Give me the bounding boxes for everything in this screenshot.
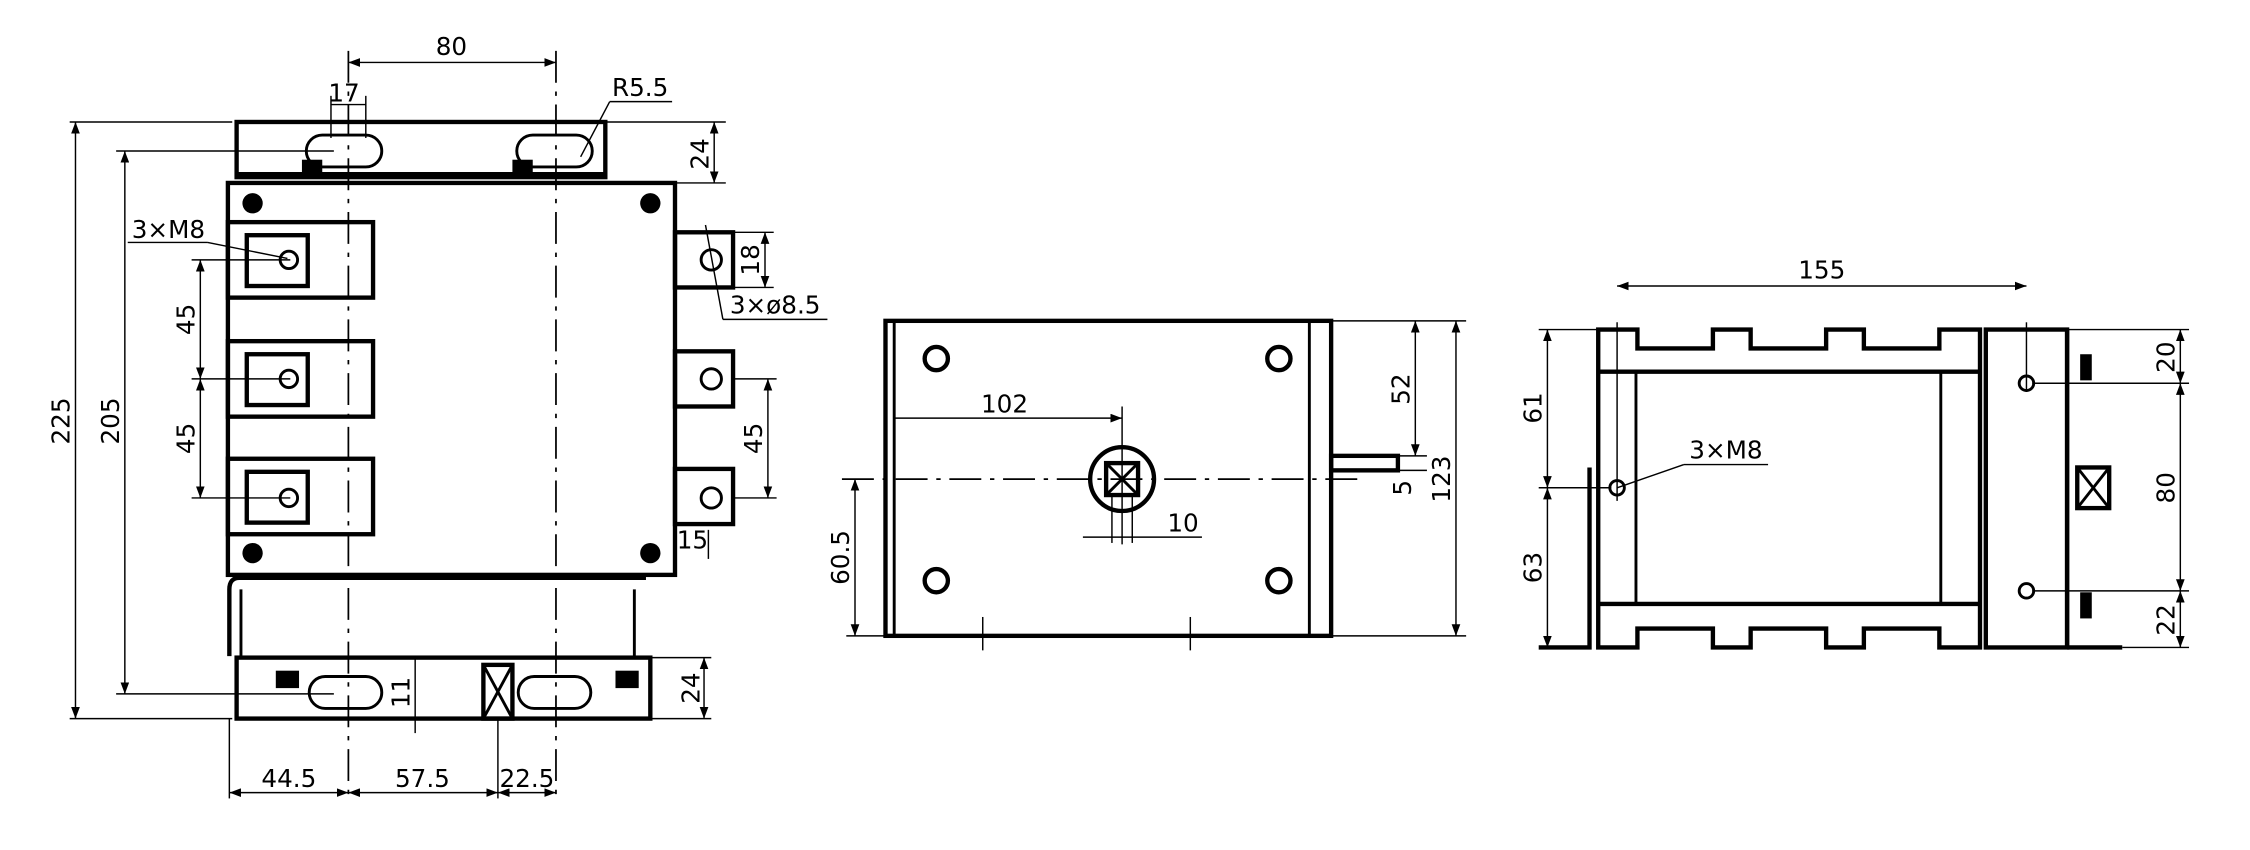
dim-20: 20	[2152, 341, 2181, 372]
dim-605: 60.5	[826, 530, 855, 585]
front-view: 80 17 R5.5 24 225 205 3×M8 45	[47, 32, 828, 799]
slot-top-right	[515, 133, 594, 169]
dim-123: 123	[1427, 456, 1456, 503]
top-view: 102 10 60.5 52 5 123	[826, 318, 1467, 651]
dim-155: 155	[1798, 256, 1845, 285]
label-3xd85: 3×ø8.5	[730, 291, 821, 320]
dim-24-bottom: 24	[677, 672, 706, 703]
dim-61: 61	[1519, 392, 1548, 423]
dim-445: 44.5	[261, 764, 316, 793]
dim-22: 22	[2152, 604, 2181, 635]
dim-18: 18	[736, 244, 765, 275]
dim-17: 17	[328, 79, 359, 108]
dim-10: 10	[1167, 508, 1198, 537]
terminal-3	[225, 456, 376, 537]
dim-15: 15	[677, 526, 708, 555]
dim-205: 205	[96, 397, 125, 444]
dim-225: 225	[47, 397, 76, 444]
dim-r55: R5.5	[612, 73, 668, 102]
dim-52: 52	[1387, 373, 1416, 404]
label-3xm8-front: 3×M8	[132, 215, 205, 244]
module-body	[225, 180, 678, 578]
dim-24-top: 24	[685, 138, 714, 169]
dim-225b: 22.5	[499, 764, 554, 793]
dim-80: 80	[436, 32, 467, 61]
dim-102: 102	[981, 389, 1028, 418]
dim-5: 5	[1388, 480, 1417, 496]
dim-45-b: 45	[172, 423, 201, 454]
dim-11: 11	[386, 677, 415, 708]
label-3xm8-side: 3×M8	[1689, 436, 1762, 465]
dim-575: 57.5	[395, 764, 450, 793]
side-view: 155 61 63 3×M8 20 80 22	[1519, 256, 2190, 650]
dim-80-side: 80	[2152, 472, 2181, 503]
dim-45-right: 45	[739, 423, 768, 454]
dim-63: 63	[1519, 552, 1548, 583]
dim-45-a: 45	[172, 304, 201, 335]
